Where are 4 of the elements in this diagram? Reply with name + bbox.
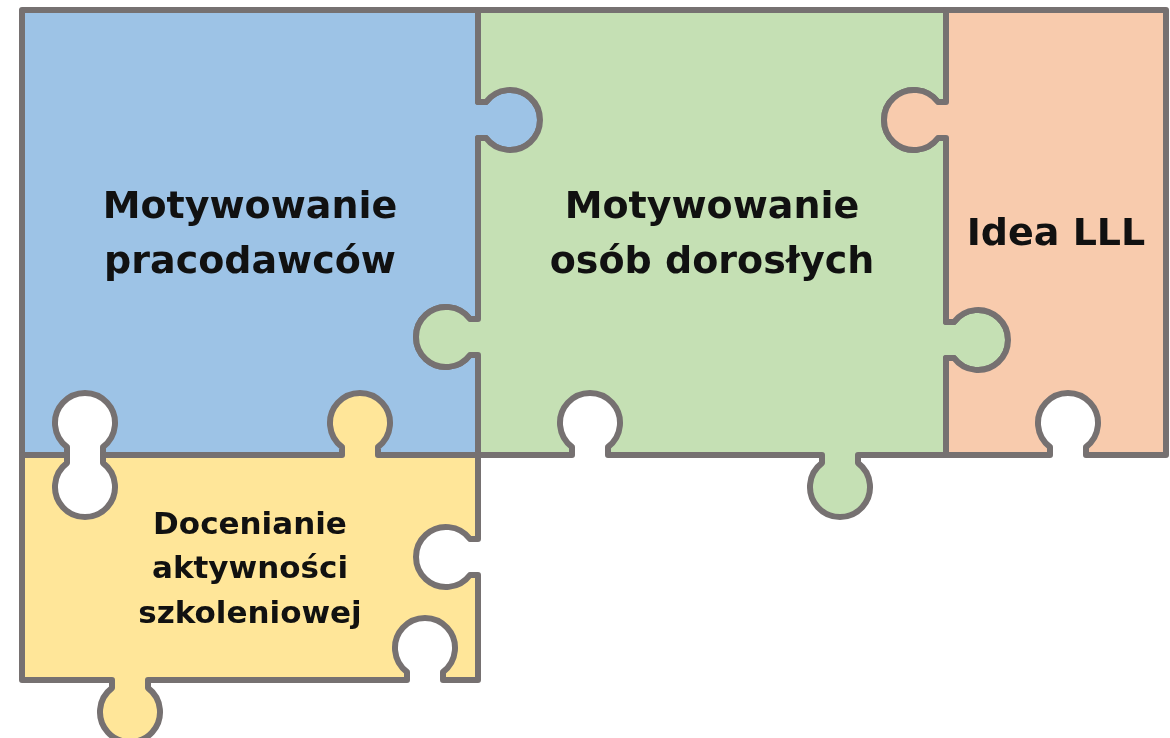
piece-label: Motywowanie osób dorosłych	[548, 181, 876, 284]
piece-label: Motywowanie pracodawców	[101, 181, 399, 284]
piece-label: Idea LLL	[966, 208, 1146, 256]
piece-label: Docenianie aktywności szkoleniowej	[137, 503, 363, 632]
